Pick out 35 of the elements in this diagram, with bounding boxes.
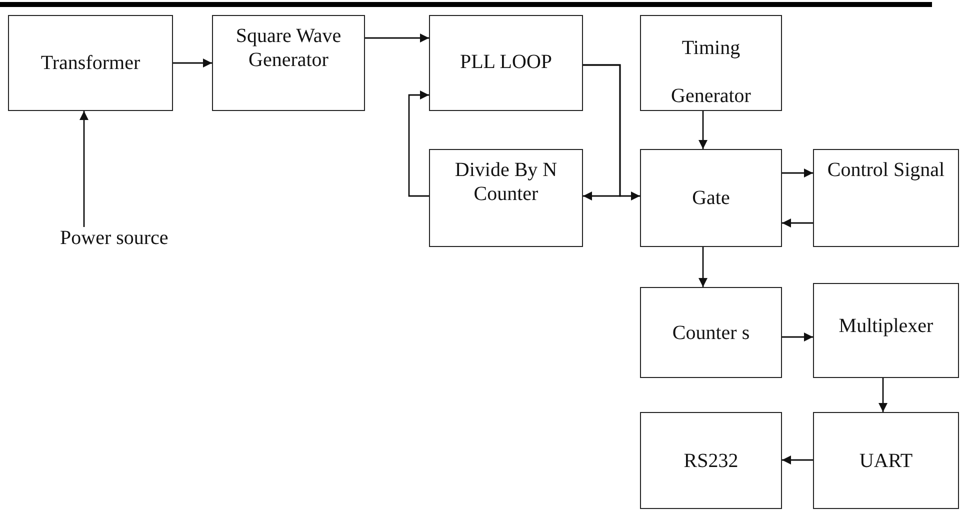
arrow [80,111,88,227]
process-box [8,15,173,111]
box-label: Square Wave Generator [234,24,342,72]
box-label: Multiplexer [838,314,934,338]
box-label: Control Signal [826,158,946,182]
arrow [698,111,708,149]
box-label: Gate [691,186,731,210]
process-box [212,15,365,111]
process-box [813,283,959,378]
source-label: Power source [60,227,168,249]
arrow [698,247,708,287]
arrow [782,456,813,464]
box-label: UART [858,448,914,472]
box-label: Transformer [40,51,142,75]
process-box [640,412,782,509]
process-box [640,15,782,111]
arrow [782,332,813,342]
arrow [782,218,813,228]
arrow [878,378,888,412]
process-box [813,149,959,247]
box-label: RS232 [682,448,740,472]
box-label: Divide By N Counter [454,158,558,206]
process-box [640,149,782,247]
arrow [173,58,212,68]
box-label: Timing Generator [670,36,752,109]
arrow [365,34,429,42]
arrow [583,64,640,200]
box-label: Counter s [671,320,751,344]
process-box [429,15,583,111]
box-label: PLL LOOP [458,50,554,74]
process-box [640,287,782,378]
process-box [429,149,583,247]
arrow [408,90,429,197]
process-box [813,412,959,509]
arrow [782,168,813,178]
